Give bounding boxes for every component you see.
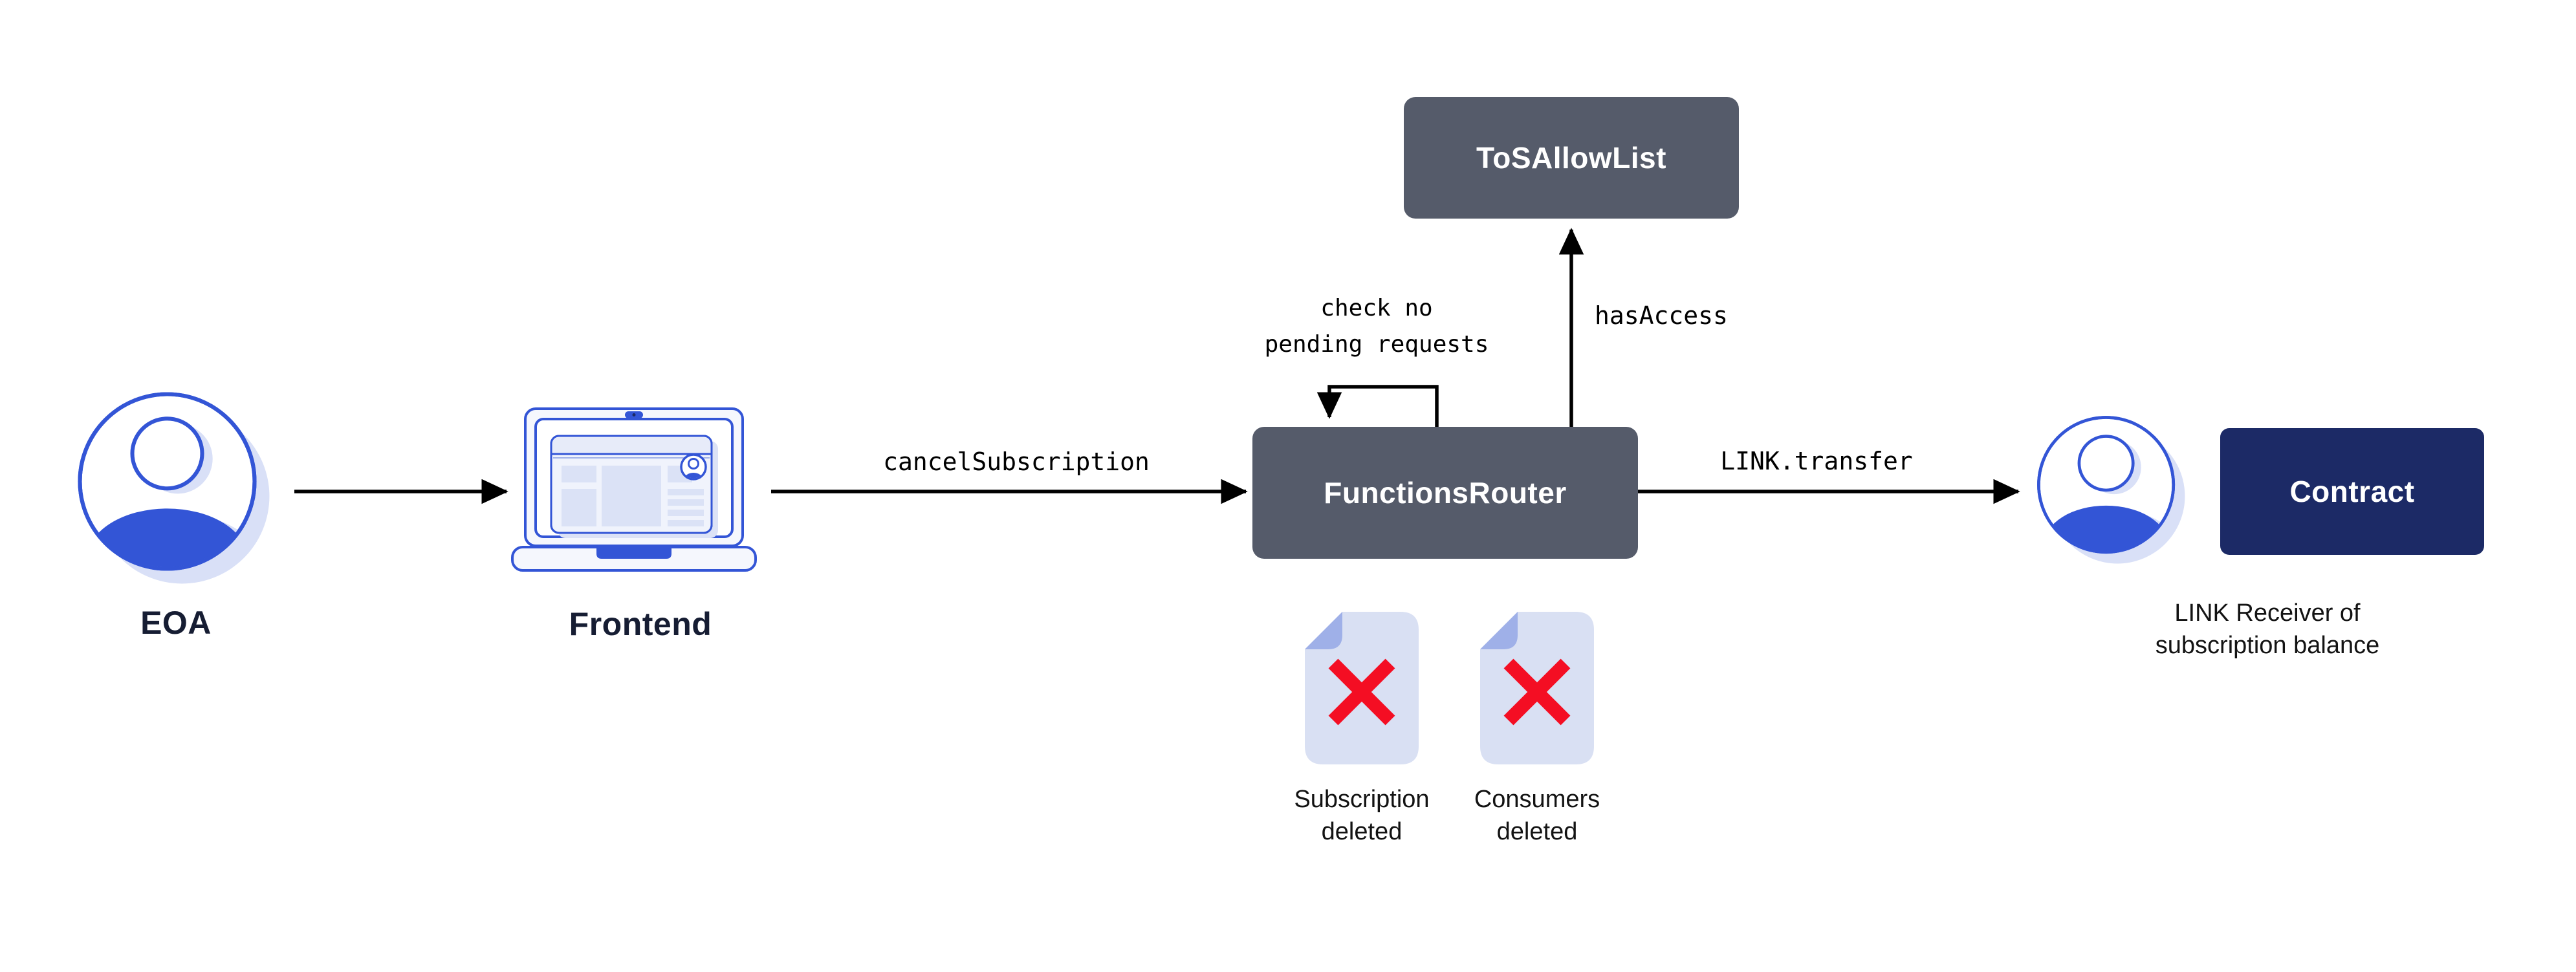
link-receiver-caption: LINK Receiver of subscription balance: [2155, 599, 2380, 659]
functions-router-label: FunctionsRouter: [1324, 476, 1567, 510]
person-head: [2077, 435, 2135, 492]
node-consumers-deleted-doc: [1478, 609, 1597, 767]
laptop-icon: [511, 407, 757, 572]
node-tos-allow-list: ToSAllowList: [1404, 97, 1739, 219]
node-eoa: [71, 385, 281, 595]
edge-label-check-no-pending-requests: check no pending requests: [1264, 295, 1489, 358]
document-fold: [1480, 612, 1518, 649]
person-shoulders: [2044, 505, 2168, 551]
subscription-deleted-caption: Subscription deleted: [1294, 786, 1430, 845]
tos-allow-list-label: ToSAllowList: [1476, 141, 1666, 175]
node-link-receiver: [2032, 411, 2194, 572]
document-fold: [1305, 612, 1342, 649]
deleted-document-icon: [1480, 612, 1594, 764]
deleted-document-icon: [1305, 612, 1419, 764]
edge-label-has-access: hasAccess: [1595, 301, 1728, 330]
node-frontend: [511, 406, 757, 574]
arrow-router-self-loop: [1316, 385, 1439, 427]
edge-label-cancel-subscription: cancelSubscription: [883, 448, 1150, 476]
person-icon: [2037, 416, 2185, 564]
eoa-label: EOA: [140, 605, 212, 641]
node-subscription-deleted-doc: [1302, 609, 1421, 767]
person-icon: [78, 392, 270, 584]
edge-label-link-transfer: LINK.transfer: [1720, 447, 1913, 475]
frontend-label: Frontend: [569, 606, 712, 642]
consumers-deleted-caption: Consumers deleted: [1474, 786, 1600, 845]
node-contract: Contract: [2220, 428, 2484, 555]
person-head: [130, 416, 204, 491]
contract-label: Contract: [2289, 475, 2415, 508]
person-shoulders: [87, 508, 248, 567]
node-functions-router: FunctionsRouter: [1252, 427, 1638, 559]
